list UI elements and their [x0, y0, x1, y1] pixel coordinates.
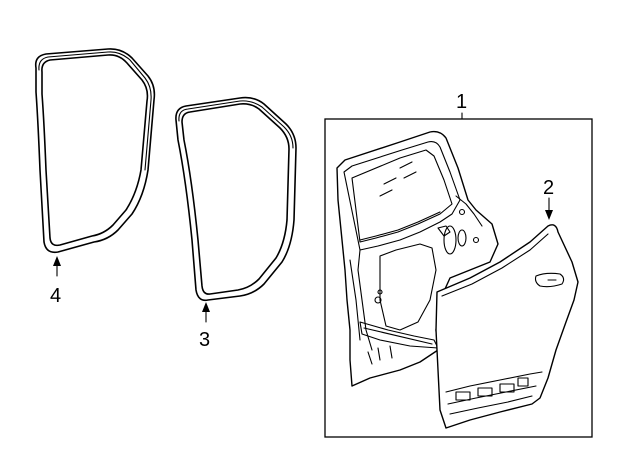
- callout-arrow-3: [202, 302, 210, 323]
- door-inner-frame: [336, 130, 499, 387]
- assembly-frame-box: [324, 112, 593, 438]
- weatherstrip-part-3: [175, 96, 297, 302]
- callout-number-4: 4: [50, 285, 61, 307]
- callout-number-2: 2: [543, 177, 554, 199]
- callout-number-3: 3: [199, 329, 210, 351]
- weatherstrip-part-4: [34, 48, 156, 254]
- callout-number-1: 1: [456, 91, 467, 113]
- callout-arrow-4: [53, 256, 61, 277]
- callout-arrow-2: [545, 197, 553, 220]
- outer-door-panel: [435, 224, 579, 429]
